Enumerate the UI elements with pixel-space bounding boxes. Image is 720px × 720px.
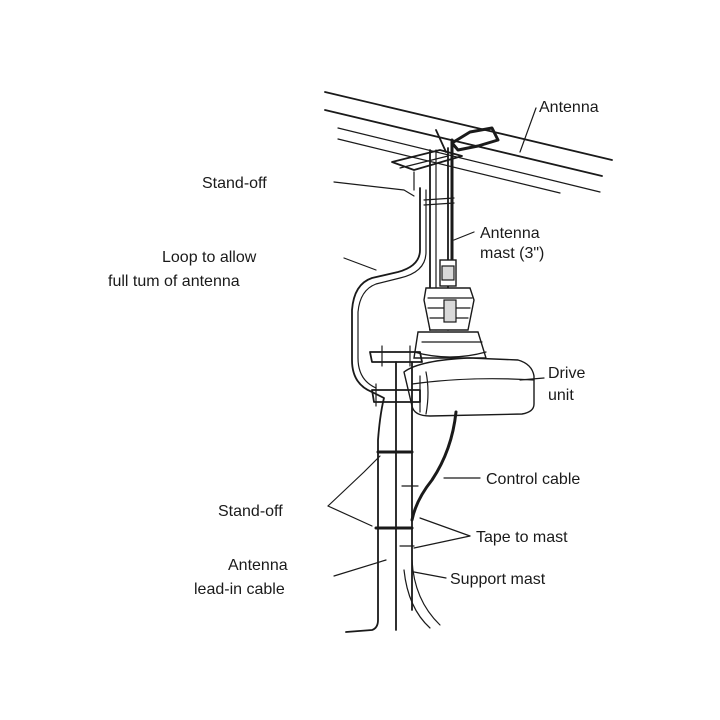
label-loop-2: full tum of antenna xyxy=(108,273,240,290)
label-control-cable: Control cable xyxy=(486,471,580,488)
top-stand-off xyxy=(391,149,463,191)
label-loop-1: Loop to allow xyxy=(162,249,257,266)
label-antenna: Antenna xyxy=(539,99,599,116)
label-tape-to-mast: Tape to mast xyxy=(476,529,568,546)
control-cable xyxy=(410,410,458,522)
label-stand-off-bottom: Stand-off xyxy=(218,503,283,520)
label-support-mast: Support mast xyxy=(450,571,546,588)
label-antenna-mast-2: mast (3") xyxy=(480,245,544,262)
tape-bands xyxy=(374,450,419,547)
boom-clamp xyxy=(435,126,500,153)
leader-lines xyxy=(327,107,545,579)
labels: Antenna Stand-off Antenna mast (3") Loop… xyxy=(108,99,599,598)
antenna-lead-in-cable xyxy=(345,187,427,633)
label-drive-unit-1: Drive xyxy=(548,365,585,382)
antenna-boom xyxy=(324,91,613,194)
mast-coupler xyxy=(413,259,487,359)
label-lead-in-2: lead-in cable xyxy=(194,581,285,598)
drive-unit xyxy=(403,357,535,417)
label-lead-in-1: Antenna xyxy=(228,557,288,574)
label-antenna-mast-1: Antenna xyxy=(480,225,540,242)
label-stand-off-top: Stand-off xyxy=(202,175,267,192)
label-drive-unit-2: unit xyxy=(548,387,574,404)
